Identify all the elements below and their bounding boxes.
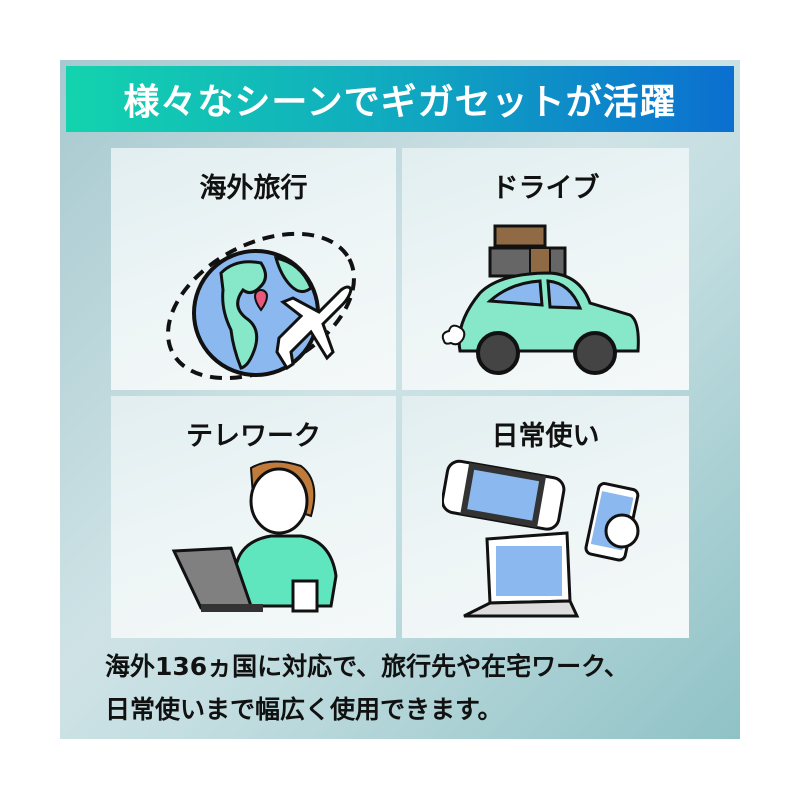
feature-panel: 様々なシーンでギガセットが活躍 海外旅行 ドライブ テレワーク — [60, 60, 740, 739]
car-luggage-icon — [441, 224, 640, 375]
card-telework: テレワーク — [111, 396, 396, 638]
globe-airplane-icon — [166, 231, 356, 381]
card-title: 日常使い — [491, 421, 600, 452]
caption-text: 海外136ヵ国に対応で、旅行先や在宅ワーク、 日常使いまで幅広く使用できます。 — [105, 645, 725, 731]
card-overseas-travel: 海外旅行 — [111, 148, 396, 390]
caption-line-2: 日常使いまで幅広く使用できます。 — [105, 695, 503, 724]
title-banner: 様々なシーンでギガセットが活躍 — [66, 66, 734, 132]
card-title: テレワーク — [186, 421, 321, 452]
card-title: ドライブ — [491, 173, 600, 204]
banner-title: 様々なシーンでギガセットが活躍 — [123, 82, 677, 123]
card-everyday-use: 日常使い — [402, 396, 689, 638]
person-laptop-icon — [171, 460, 338, 613]
card-title: 海外旅行 — [199, 173, 308, 204]
caption-line-1: 海外136ヵ国に対応で、旅行先や在宅ワーク、 — [105, 652, 629, 681]
devices-icon — [442, 459, 640, 618]
card-drive: ドライブ — [402, 148, 689, 390]
